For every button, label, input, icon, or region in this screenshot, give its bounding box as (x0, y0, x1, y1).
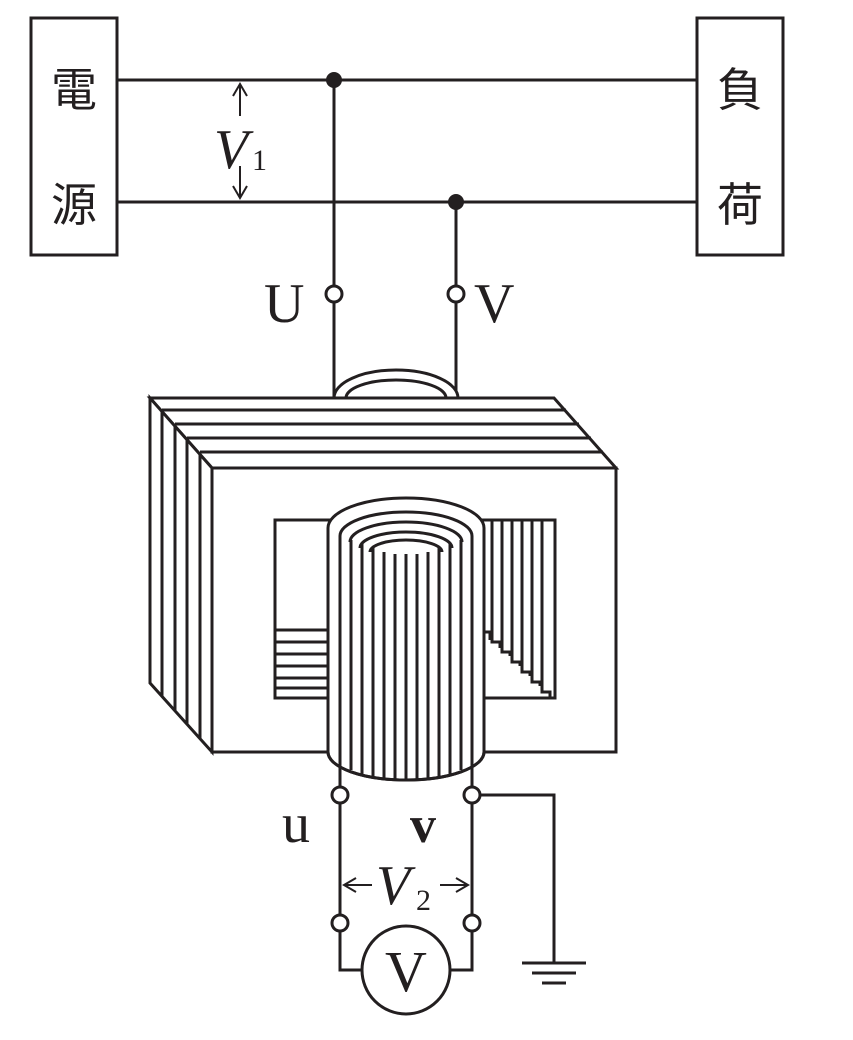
transformer-core (146, 394, 620, 756)
load-label-top: 負 (717, 63, 763, 117)
v1-subscript: 1 (252, 144, 267, 177)
load-label-bottom: 荷 (717, 178, 763, 232)
meter-wire-left (338, 931, 362, 972)
voltmeter-symbol: V (385, 939, 427, 1004)
terminal-V-label: V (474, 273, 514, 335)
meter-terminal-right (462, 913, 482, 933)
meter-terminal-left (330, 913, 350, 933)
terminal-v-label: v (410, 797, 436, 854)
terminal-V-circle (446, 284, 466, 304)
meter-wire-right (450, 931, 474, 972)
v2-voltage-arrow (342, 877, 470, 893)
v1-voltage-arrow (232, 82, 248, 200)
v2-label: V (376, 855, 416, 917)
voltmeter (360, 924, 452, 1016)
terminal-v-circle (462, 785, 482, 805)
v2-subscript: 2 (416, 884, 431, 917)
source-label-top: 電 (51, 63, 97, 117)
source-label-bottom: 源 (51, 178, 97, 232)
v1-label: V (214, 119, 254, 181)
terminal-U-circle (324, 284, 344, 304)
power-source-box (29, 16, 119, 257)
terminal-u-label: u (282, 793, 310, 855)
ground-connection (480, 793, 586, 985)
terminal-u-circle (330, 785, 350, 805)
transformer-winding (326, 496, 486, 782)
winding-top-dome (332, 368, 460, 399)
terminal-U-label: U (264, 273, 304, 335)
load-box (695, 16, 785, 257)
